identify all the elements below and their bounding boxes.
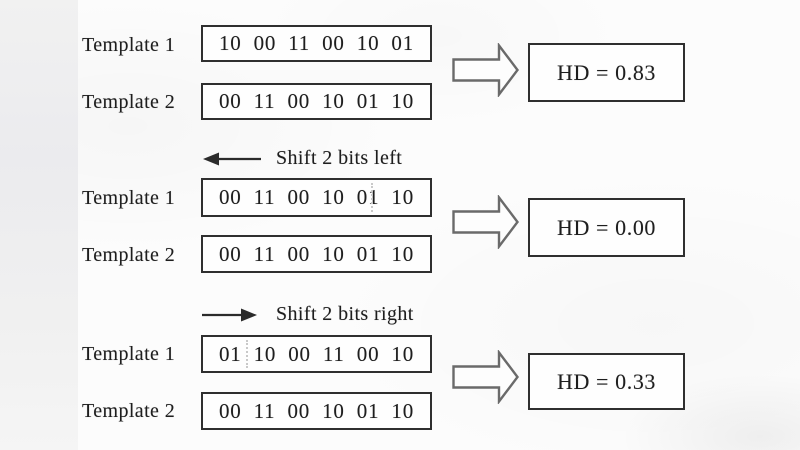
right-arrow-icon [202,308,257,322]
bits-value: 00 11 00 10 01 10 [218,185,415,209]
hd-value: HD = 0.33 [556,368,657,394]
hd-box: HD = 0.00 [528,198,685,257]
block-arrow-right-icon [452,350,520,404]
hd-value: HD = 0.83 [556,59,657,85]
template-label: Template 2 [82,400,176,422]
block-arrow-right-icon [452,195,520,249]
hd-value: HD = 0.00 [556,214,657,240]
bits-box: 00 11 00 10 01 10 [201,392,432,430]
bits-value: 01 10 00 11 00 10 [218,341,415,366]
template-label: Template 2 [82,91,176,113]
left-arrow-icon [203,152,261,166]
bits-value: 00 11 00 10 01 10 [218,241,415,266]
bits-box: 00 11 00 10 01 10 [201,178,432,217]
template-label: Template 2 [82,244,176,266]
bits-box: 01 10 00 11 00 10 [201,335,432,373]
shift-label: Shift 2 bits right [276,303,414,325]
template-label: Template 1 [82,34,176,56]
bits-value: 00 11 00 10 01 10 [218,89,415,113]
bits-value: 00 11 00 10 01 10 [218,398,415,423]
shift-label: Shift 2 bits left [276,147,403,169]
bits-value: 10 00 11 00 10 01 [218,31,415,55]
left-gray-band [0,0,78,450]
hd-box: HD = 0.83 [528,43,685,102]
wrap-divider [371,183,373,212]
block-arrow-right-icon [452,43,520,97]
wrap-divider [246,340,248,368]
template-label: Template 1 [82,343,176,365]
hd-box: HD = 0.33 [528,353,685,410]
bits-box: 10 00 11 00 10 01 [201,25,432,62]
bits-box: 00 11 00 10 01 10 [201,83,432,120]
template-label: Template 1 [82,187,176,209]
bits-box: 00 11 00 10 01 10 [201,235,432,273]
